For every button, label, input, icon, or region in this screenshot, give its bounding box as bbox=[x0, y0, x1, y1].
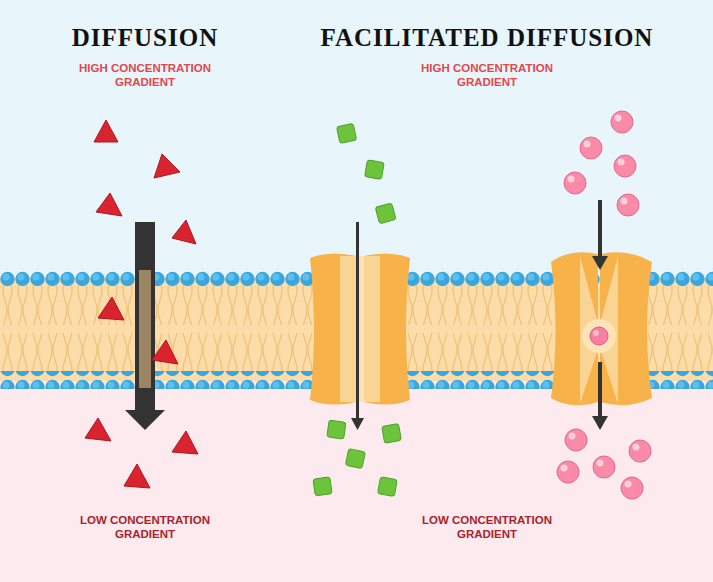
section-heading: DIFFUSION bbox=[72, 22, 219, 53]
gradient-label: HIGH CONCENTRATION GRADIENT bbox=[407, 61, 567, 90]
carrier-arrows bbox=[592, 200, 608, 430]
channel-arrow bbox=[351, 222, 364, 430]
gradient-label: LOW CONCENTRATION GRADIENT bbox=[407, 513, 567, 542]
gradient-label: HIGH CONCENTRATION GRADIENT bbox=[65, 61, 225, 90]
gradient-label: LOW CONCENTRATION GRADIENT bbox=[65, 513, 225, 542]
channel-protein bbox=[310, 253, 410, 404]
sphere-highlights bbox=[561, 115, 640, 488]
section-heading: FACILITATED DIFFUSION bbox=[321, 22, 654, 53]
solute-molecules bbox=[85, 120, 198, 488]
solute-molecules bbox=[557, 111, 651, 499]
diffusion-arrow bbox=[125, 222, 165, 430]
solute-molecules bbox=[313, 123, 401, 496]
